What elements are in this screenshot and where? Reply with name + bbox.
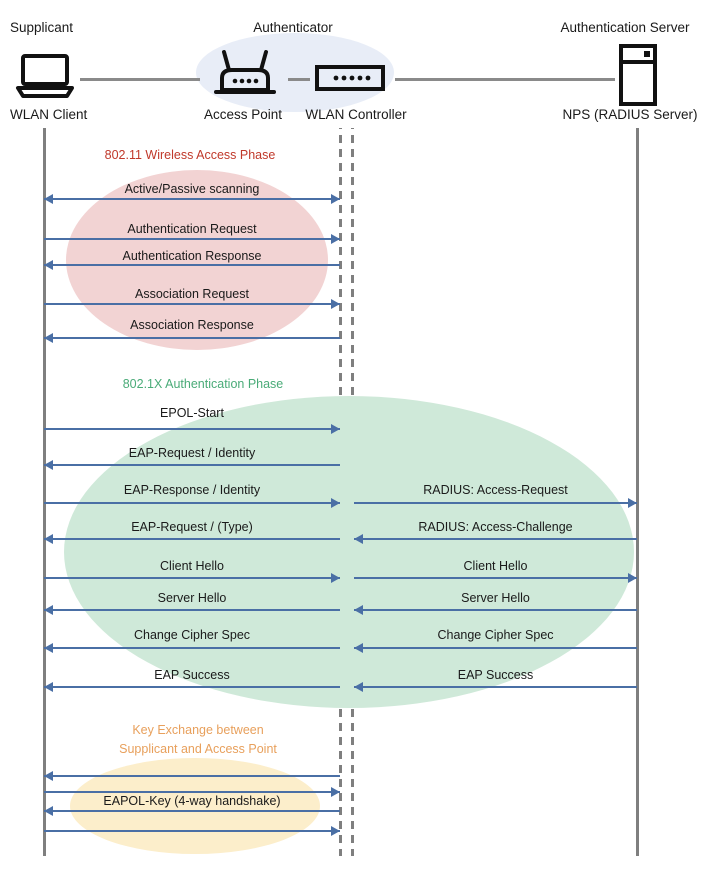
arrow-head-left — [354, 682, 363, 692]
arrow-head-right — [628, 573, 637, 583]
arrow-head-left — [44, 605, 53, 615]
arrow-head-right — [331, 234, 340, 244]
msg-label: Association Request — [135, 287, 249, 301]
msg-arrow-line — [354, 538, 637, 540]
actor-device-access-point: Access Point — [203, 107, 283, 122]
actor-device-nps-radius-server: NPS (RADIUS Server) — [562, 107, 698, 122]
msg-arrow-line — [44, 686, 340, 688]
msg-arrow-line — [44, 428, 340, 430]
link-controller-to-nps — [395, 78, 615, 81]
arrow-head-left — [44, 260, 53, 270]
arrow-head-right — [628, 498, 637, 508]
msg-arrow-line — [44, 775, 340, 777]
wlan-controller-icon — [315, 65, 385, 91]
msg-label: Change Cipher Spec — [133, 628, 251, 642]
link-ap-to-controller — [288, 78, 310, 81]
lifeline-nps-radius-server — [636, 128, 639, 856]
msg-arrow-line — [44, 810, 340, 812]
msg-arrow-line — [44, 830, 340, 832]
msg-label: EPOL-Start — [160, 406, 224, 420]
msg-arrow-line — [354, 686, 637, 688]
msg-arrow-line — [354, 502, 637, 504]
arrow-head-left — [44, 771, 53, 781]
msg-arrow-line — [44, 609, 340, 611]
arrow-head-left — [44, 682, 53, 692]
arrow-head-left — [44, 194, 53, 204]
msg-arrow-line — [354, 647, 637, 649]
arrow-head-right — [331, 826, 340, 836]
msg-arrow-line — [44, 791, 340, 793]
msg-label: RADIUS: Access-Request — [423, 483, 568, 497]
actor-role-authenticator: Authenticator — [253, 20, 333, 35]
msg-label: Active/Passive scanning — [124, 182, 260, 196]
phase-label-8021x: 802.1X Authentication Phase — [122, 377, 284, 391]
laptop-icon — [16, 54, 74, 98]
msg-arrow-line — [44, 264, 340, 266]
arrow-head-left — [354, 643, 363, 653]
authenticator-group-blob — [196, 33, 394, 112]
actor-device-wlan-controller: WLAN Controller — [305, 107, 407, 122]
msg-label: EAP-Response / Identity — [123, 483, 261, 497]
arrow-head-right — [331, 573, 340, 583]
msg-arrow-line — [354, 577, 637, 579]
msg-arrow-line — [44, 238, 340, 240]
msg-arrow-line — [354, 609, 637, 611]
arrow-head-right — [331, 787, 340, 797]
msg-arrow-line — [44, 502, 340, 504]
msg-label: Authentication Response — [122, 249, 262, 263]
msg-arrow-line — [44, 337, 340, 339]
arrow-head-left — [44, 643, 53, 653]
phase-8021x-ellipse — [64, 396, 634, 708]
actor-role-supplicant: Supplicant — [10, 20, 74, 35]
msg-label: EAP-Request / (Type) — [131, 520, 253, 534]
msg-label: Authentication Request — [127, 222, 257, 236]
msg-label: EAP-Request / Identity — [128, 446, 256, 460]
msg-label: RADIUS: Access-Challenge — [418, 520, 573, 534]
server-icon — [619, 44, 657, 106]
msg-arrow-line — [44, 647, 340, 649]
msg-label: Client Hello — [463, 559, 528, 573]
phase-label-key-exchange-line1: Key Exchange between — [132, 723, 264, 737]
lifeline-supplicant — [43, 128, 46, 856]
arrow-head-left — [44, 333, 53, 343]
msg-arrow-line — [44, 577, 340, 579]
arrow-head-right — [331, 424, 340, 434]
phase-80211-ellipse — [66, 170, 328, 350]
phase-key-exchange-ellipse — [70, 758, 320, 854]
msg-label: Server Hello — [461, 591, 530, 605]
actor-role-authentication-server: Authentication Server — [560, 20, 690, 35]
msg-arrow-line — [44, 198, 340, 200]
phase-label-80211: 802.11 Wireless Access Phase — [104, 148, 276, 162]
arrow-head-left — [44, 534, 53, 544]
msg-label: Association Response — [130, 318, 254, 332]
arrow-head-left — [44, 806, 53, 816]
msg-label-eapol-key: EAPOL-Key (4-way handshake) — [103, 794, 281, 808]
phase-label-key-exchange-line2: Supplicant and Access Point — [119, 742, 277, 756]
msg-arrow-line — [44, 538, 340, 540]
msg-arrow-line — [44, 303, 340, 305]
msg-label: Change Cipher Spec — [437, 628, 554, 642]
msg-label: Server Hello — [157, 591, 227, 605]
msg-label: EAP Success — [154, 668, 230, 682]
actor-device-wlan-client: WLAN Client — [10, 107, 88, 122]
arrow-head-left — [44, 460, 53, 470]
msg-label: EAP Success — [457, 668, 534, 682]
arrow-head-right — [331, 498, 340, 508]
arrow-head-right — [331, 194, 340, 204]
arrow-head-left — [354, 534, 363, 544]
link-client-to-ap — [80, 78, 200, 81]
arrow-head-right — [331, 299, 340, 309]
msg-label: Client Hello — [160, 559, 224, 573]
arrow-head-left — [354, 605, 363, 615]
msg-arrow-line — [44, 464, 340, 466]
access-point-icon — [214, 50, 276, 94]
